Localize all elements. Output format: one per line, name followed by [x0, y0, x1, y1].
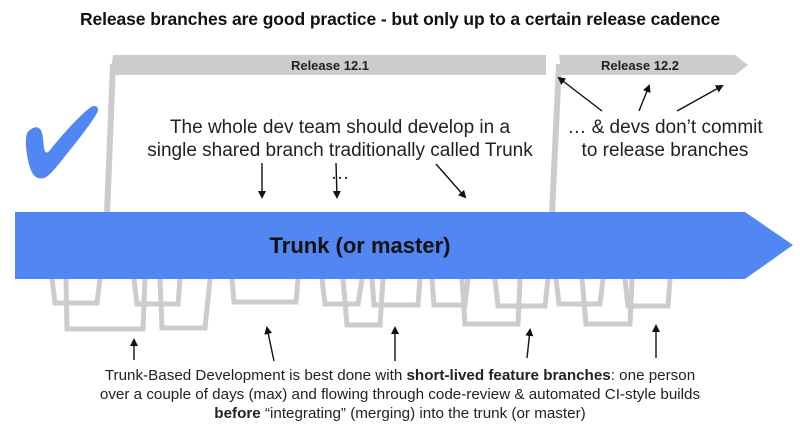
feature-branch: [579, 278, 635, 327]
diagram-title: Release branches are good practice - but…: [79, 9, 721, 29]
feature-branch: [459, 278, 523, 327]
trunk-bar: [15, 212, 793, 279]
text-span: Trunk-Based Development is best done wit…: [104, 367, 407, 384]
annotation-top-left: The whole dev team should develop in a s…: [140, 116, 540, 185]
feature-branch: [429, 278, 471, 308]
arrows-top: [258, 162, 467, 199]
feature-branch: [157, 278, 213, 331]
feature-branch: [622, 278, 673, 309]
arrow: [676, 85, 724, 112]
annotation-top-left-line2: single shared branch traditionally calle…: [147, 140, 533, 184]
release-12-2-stem: [549, 63, 562, 215]
annotation-bottom-line3: before “integrating” (merging) into the …: [30, 404, 770, 423]
arrows-bottom: [130, 324, 660, 362]
emphasis-short-lived: short-lived feature branches: [406, 367, 611, 384]
release-branch-12-2: Release 12.2: [549, 55, 748, 215]
text-span: : one person: [610, 367, 696, 384]
annotation-bottom-line1: Trunk-Based Development is best done wit…: [30, 366, 770, 385]
trunk-label: Trunk (or master): [270, 233, 451, 258]
arrow: [332, 162, 341, 199]
arrows-release: [557, 76, 724, 112]
feature-branch: [553, 278, 606, 307]
release-12-2-bar: [559, 55, 748, 75]
arrow: [557, 76, 603, 112]
release-12-2-label: Release 12.2: [601, 58, 679, 73]
release-12-1-corner: [110, 55, 120, 75]
release-branch-12-1: Release 12.1: [104, 55, 546, 215]
feature-branch: [319, 278, 365, 307]
arrow: [525, 328, 534, 359]
text-span: “integrating” (merging) into the trunk (…: [260, 405, 586, 422]
annotation-top-left-line1: The whole dev team should develop in a: [169, 117, 511, 138]
feature-branch: [340, 278, 386, 328]
release-12-1-bar: [113, 55, 546, 75]
annotation-top-right: … & devs don’t commit to release branche…: [565, 116, 765, 162]
annotation-top-right-line1: … & devs don’t commit: [567, 117, 763, 138]
release-12-1-label: Release 12.1: [291, 58, 369, 73]
annotation-bottom: Trunk-Based Development is best done wit…: [30, 366, 770, 423]
annotation-bottom-line2: over a couple of days (max) and flowing …: [99, 386, 701, 403]
feature-branch: [49, 278, 103, 306]
feature-branch: [492, 278, 551, 309]
feature-branch: [369, 278, 423, 308]
arrow: [264, 326, 275, 362]
feature-branch: [131, 278, 183, 307]
checkmark-icon: [25, 105, 99, 179]
feature-branches: [49, 278, 673, 332]
arrow: [435, 163, 467, 199]
annotation-top-right-line2: to release branches: [581, 140, 749, 161]
release-12-1-stem: [104, 63, 116, 215]
emphasis-before: before: [214, 405, 261, 422]
arrow: [638, 84, 651, 112]
feature-branch: [229, 278, 301, 305]
